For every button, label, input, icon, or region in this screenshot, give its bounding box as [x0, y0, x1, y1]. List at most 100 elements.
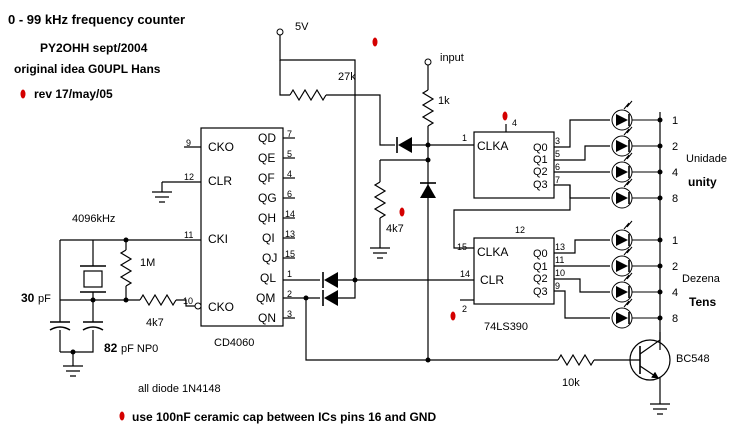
cd4060-pin-cki: CKI [208, 232, 228, 246]
transistor-bc548 [629, 339, 671, 381]
cd4060-pin-num: 9 [186, 138, 191, 148]
supply-terminal [276, 28, 284, 36]
ls390-lower-q3: Q3 [533, 286, 548, 298]
cd4060-pin-cko1: CKO [208, 140, 234, 154]
cap-82pf-unit: pF NP0 [121, 343, 158, 355]
unity-label: unity [688, 175, 717, 189]
tens-label: Tens [689, 295, 716, 309]
cd4060-pin-qh: QH [258, 211, 276, 225]
change-marker [399, 207, 405, 217]
led [611, 100, 663, 131]
cd4060-pin-qe: QE [258, 151, 275, 165]
r-27k-label: 27k [338, 71, 356, 83]
crystal-freq-label: 4096kHz [72, 213, 115, 225]
weight-label: 4 [672, 287, 678, 299]
weight-label: 2 [672, 141, 678, 153]
led [611, 272, 663, 303]
cd4060-pin-num: 2 [287, 289, 292, 299]
led [611, 298, 663, 329]
cd4060-pin-clr: CLR [208, 174, 232, 188]
cd4060-pin-num: 3 [287, 309, 292, 319]
cd4060-pin-num: 12 [184, 172, 194, 182]
cap-30pf-value: 30 [21, 291, 35, 305]
cd4060-pin-ql: QL [260, 271, 276, 285]
input-terminal [424, 58, 432, 66]
schematic-origin: original idea G0UPL Hans [14, 62, 161, 76]
ls390-lower-clr-pin: 14 [460, 269, 470, 279]
change-marker [450, 311, 456, 321]
diodes-note: all diode 1N4148 [138, 383, 221, 395]
cd4060-pin-qn: QN [258, 311, 276, 325]
ls390-upper-top-pin: 4 [512, 118, 517, 128]
cd4060-pin-num: 5 [287, 149, 292, 159]
led-weights: 1 2 4 8 1 2 4 8 [672, 115, 678, 325]
resistor-1k [421, 89, 435, 127]
schematic-revision: rev 17/may/05 [34, 87, 113, 101]
input-label: input [440, 52, 464, 64]
ls390-upper-clk-pin: 1 [462, 133, 467, 143]
schematic-title: 0 - 99 kHz frequency counter [8, 12, 185, 27]
ls390-lower-pin: 13 [555, 242, 565, 252]
cd4060-pin-qm: QM [256, 291, 275, 305]
diode-input-body [398, 137, 412, 153]
ls390-lower-pin: 10 [555, 268, 565, 278]
cd4060-pin-qf: QF [258, 171, 275, 185]
ls390-upper-q2: Q2 [533, 166, 548, 178]
resistor-27k [289, 88, 327, 102]
cd4060-pin-num: 10 [183, 296, 193, 306]
weight-label: 1 [672, 235, 678, 247]
ls390-lower-top-pin: 12 [515, 225, 525, 235]
change-marker [502, 111, 508, 121]
cd4060-pin-num: 11 [184, 230, 193, 240]
resistor-4k7-bias [373, 181, 387, 219]
r-4k7-osc-label: 4k7 [146, 317, 164, 329]
revision-marker [20, 89, 26, 99]
change-marker [119, 411, 125, 421]
led [611, 152, 663, 183]
schematic-author: PY2OHH sept/2004 [40, 41, 148, 55]
cd4060-chip [200, 127, 284, 327]
ls390-lower-bottom-pin: 2 [462, 304, 467, 314]
led-column [611, 100, 663, 329]
led [611, 126, 663, 157]
diode-ql [324, 272, 338, 288]
ls390-lower-clk: CLKA [477, 245, 508, 259]
ls390-label: 74LS390 [484, 321, 528, 333]
ls390-lower-pin: 11 [555, 255, 564, 265]
r-4k7-bias-label: 4k7 [386, 223, 404, 235]
dezena-label: Dezena [682, 273, 721, 285]
ls390-upper-clk: CLKA [477, 139, 508, 153]
weight-label: 4 [672, 167, 678, 179]
cd4060-pin-num: 14 [285, 209, 295, 219]
cap-30pf-unit: pF [38, 293, 51, 305]
cd4060-pin-cko2: CKO [208, 300, 234, 314]
weight-label: 8 [672, 193, 678, 205]
ls390-upper-pin: 5 [555, 149, 560, 159]
ls390-lower-q1: Q1 [533, 261, 548, 273]
ls390-upper-pin: 3 [555, 136, 560, 146]
cd4060-pin-qg: QG [258, 191, 277, 205]
crystal [83, 270, 103, 288]
transistor-label: BC548 [676, 353, 710, 365]
ls390-lower-clr: CLR [480, 273, 504, 287]
ls390-upper-q1: Q1 [533, 154, 548, 166]
resistor-10k [557, 353, 595, 367]
ls390-lower-clk-pin: 15 [457, 242, 467, 252]
cd4060-right-pins: QD 7 QE 5 QF 4 QG 6 QH 14 QI 13 QJ 15 QL… [256, 129, 295, 325]
cd4060-pin-num: 1 [287, 269, 292, 279]
resistor-1m [119, 249, 133, 287]
ls390-upper-q3: Q3 [533, 179, 548, 191]
change-marker [372, 37, 378, 47]
cap-82pf-value: 82 [104, 341, 118, 355]
cd4060-pin-qi: QI [262, 231, 275, 245]
ls390-lower-chip [473, 237, 555, 305]
ls390-upper-pin: 6 [555, 162, 560, 172]
led [611, 246, 663, 277]
bypass-note: use 100nF ceramic cap between ICs pins 1… [132, 410, 436, 424]
weight-label: 8 [672, 313, 678, 325]
ls390-upper-chip [473, 131, 555, 199]
cd4060-pin-num: 4 [287, 169, 292, 179]
diode-qm [324, 290, 338, 306]
cd4060-pin-qd: QD [258, 131, 276, 145]
ls390-upper-q0: Q0 [533, 142, 548, 154]
